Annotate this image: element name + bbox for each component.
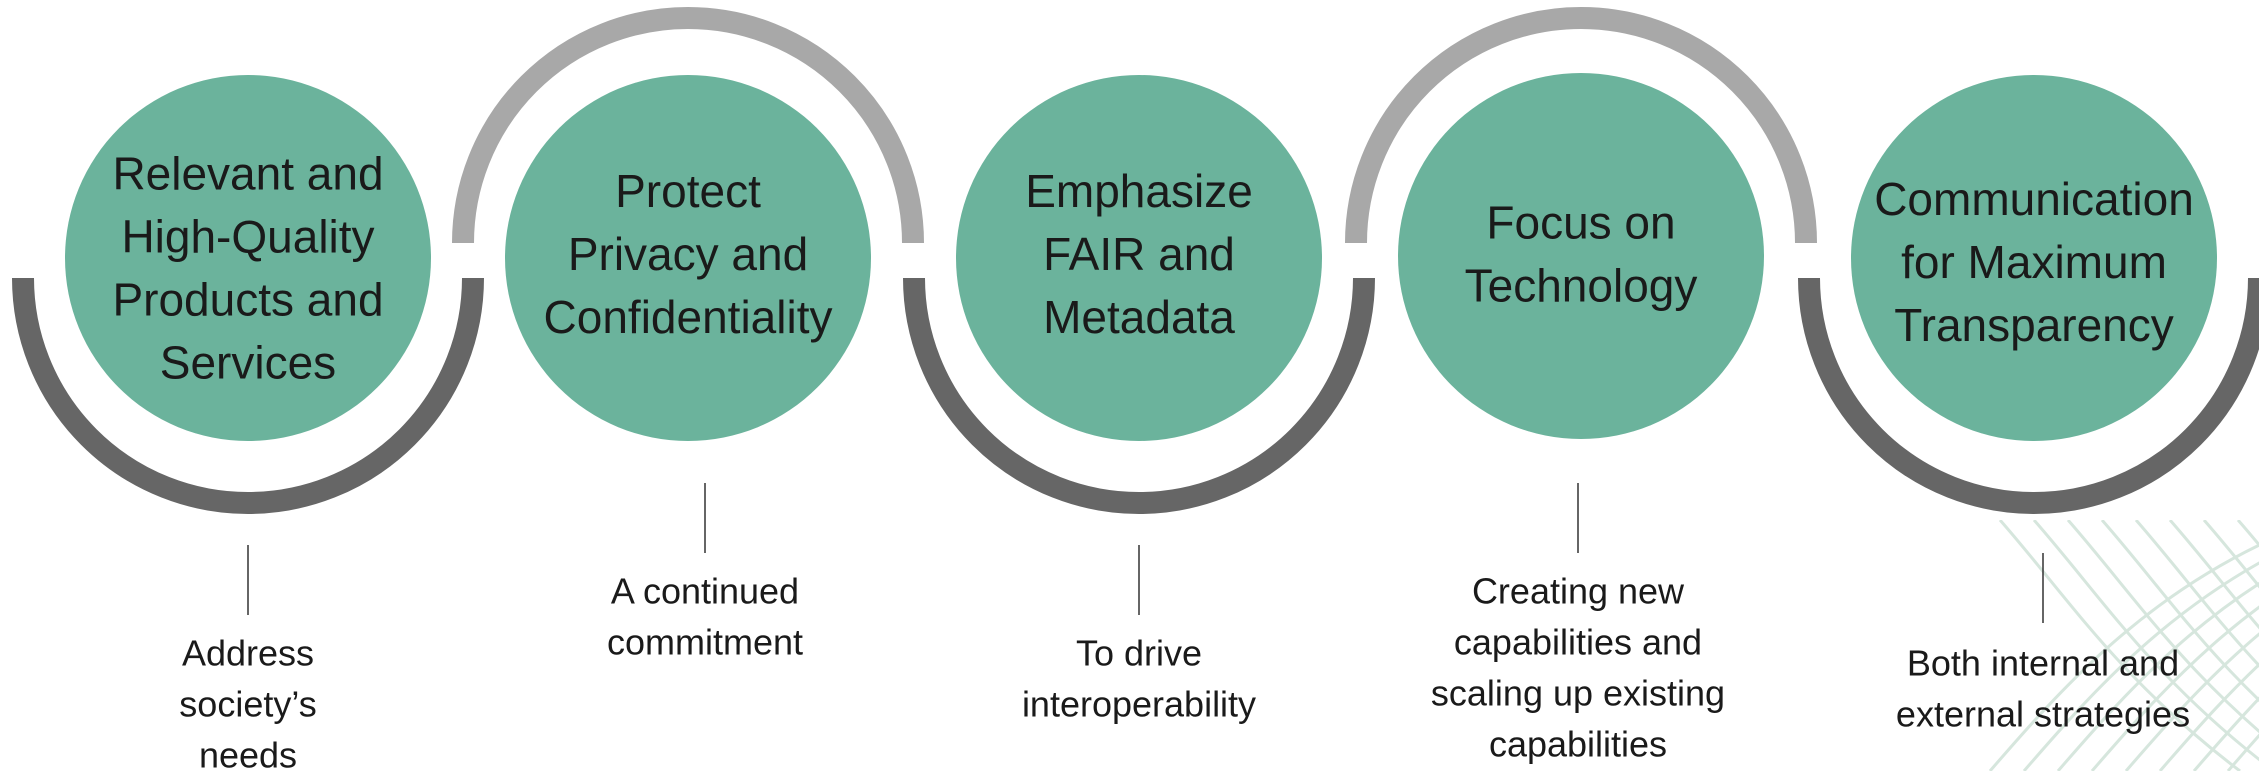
step-description-line: capabilities — [1489, 724, 1667, 765]
step-circle — [505, 75, 871, 441]
bottom-arc — [1798, 277, 2259, 514]
watermark-curve — [1998, 520, 2241, 771]
step-descriptions: Address society’s needs A continued commitme… — [179, 571, 2190, 771]
step-description-line: Creating new — [1472, 571, 1685, 612]
step-description-line: capabilities and — [1454, 622, 1702, 663]
step-description-line: society’s — [179, 684, 316, 725]
watermark-curve — [2100, 520, 2259, 703]
bottom-arc — [903, 277, 1375, 514]
step-title-line: Services — [160, 337, 336, 389]
step-title-line: FAIR and — [1043, 228, 1235, 280]
watermark-curve — [2066, 520, 2259, 734]
step-title-line: Privacy and — [568, 228, 808, 280]
top-arc — [1345, 7, 1817, 244]
step-description-line: scaling up existing — [1431, 673, 1725, 714]
step-circle — [65, 75, 431, 441]
step-title-line: Technology — [1465, 260, 1698, 312]
step-circle — [1851, 75, 2217, 441]
watermark-curve — [2202, 520, 2259, 589]
step-title-line: Confidentiality — [544, 291, 833, 343]
description-connectors — [247, 483, 2044, 623]
step-title-line: Emphasize — [1025, 165, 1253, 217]
step-4: Focus on Technology — [1398, 73, 1764, 439]
step-title-line: Focus on — [1486, 197, 1675, 249]
step-description: A continued commitment — [607, 571, 803, 663]
bottom-arc — [12, 277, 484, 514]
step-title-line: for Maximum — [1901, 236, 2167, 288]
step-title-line: Communication — [1874, 173, 2194, 225]
step-description: Both internal and external strategies — [1896, 643, 2190, 735]
step-title-line: Protect — [615, 165, 761, 217]
step-description-line: needs — [199, 735, 297, 771]
step-title-line: Metadata — [1043, 291, 1235, 343]
step-title-line: High-Quality — [121, 211, 374, 263]
step-title-line: Products and — [112, 274, 383, 326]
watermark-curve — [2032, 520, 2259, 762]
watermark-curves — [1988, 520, 2259, 771]
step-description: To drive interoperability — [1022, 633, 1256, 725]
watermark-curve — [2226, 733, 2259, 771]
step-title-line: Transparency — [1894, 299, 2174, 351]
step-description: Address society’s needs — [179, 633, 316, 771]
watermark-curve — [2158, 662, 2259, 771]
top-arc — [452, 7, 924, 244]
step-description: Creating new capabilities and scaling up e… — [1431, 571, 1725, 765]
step-description-line: external strategies — [1896, 694, 2190, 735]
step-description-line: A continued — [611, 571, 799, 612]
step-circle — [956, 75, 1322, 441]
step-title-line: Relevant and — [112, 148, 383, 200]
connector-arcs — [12, 7, 2259, 514]
step-description-line: interoperability — [1022, 684, 1256, 725]
watermark-curve — [2192, 696, 2259, 771]
step-circle — [1398, 73, 1764, 439]
watermark-curve — [2168, 520, 2259, 630]
step-description-line: Both internal and — [1907, 643, 2179, 684]
watermark-curve — [2134, 520, 2259, 668]
step-description-line: To drive — [1076, 633, 1202, 674]
step-description-line: commitment — [607, 622, 803, 663]
decorative-watermark — [1988, 520, 2259, 771]
step-description-line: Address — [182, 633, 314, 674]
